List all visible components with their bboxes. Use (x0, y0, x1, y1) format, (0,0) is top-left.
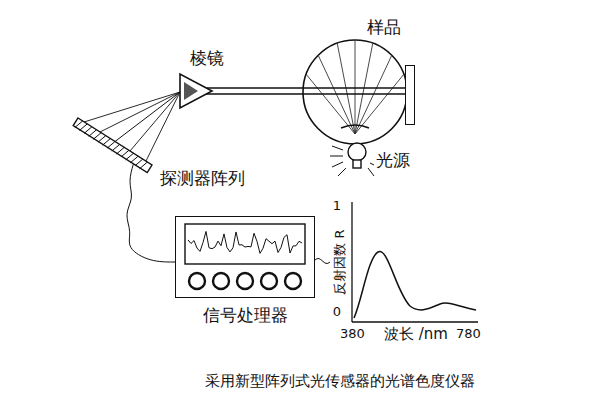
detector-bar (73, 118, 152, 173)
light-ray (355, 74, 404, 134)
glow-ray (368, 168, 374, 176)
figure-caption: 采用新型阵列式光传感器的光谱色度仪器 (205, 372, 475, 391)
prism-outline (178, 72, 214, 110)
detector-element (79, 124, 87, 131)
light-ray (355, 40, 356, 134)
knob (213, 273, 229, 289)
x-axis-title: 波长 /nm (384, 325, 448, 343)
light-beam (206, 93, 405, 94)
sample-plate: 样品 (405, 65, 415, 125)
fan-ray (146, 92, 180, 161)
y-axis (351, 202, 352, 322)
detector-element (112, 144, 120, 151)
knob (237, 273, 253, 289)
detector-element (130, 156, 138, 163)
glow-ray (330, 156, 343, 157)
detector-array-outline (72, 112, 158, 176)
sphere-light-rays (306, 40, 404, 134)
knob (261, 273, 277, 289)
bulb-glass (348, 143, 366, 161)
fan-ray (84, 92, 180, 122)
detector-element (107, 142, 115, 149)
part-label: 探测器阵列 (160, 168, 245, 188)
axis-zero: 0 (333, 304, 341, 320)
prism: 棱镜 (178, 72, 214, 110)
part-label: 棱镜 (190, 48, 224, 68)
detector-element (103, 139, 111, 146)
glow-ray (332, 162, 343, 167)
part-label: 样品 (367, 17, 401, 37)
output-wire (315, 258, 330, 263)
y-axis-title: 反射因数 R (332, 229, 348, 294)
part-label: 光源 (376, 150, 410, 170)
detector-element (75, 121, 83, 128)
signal-processor: 信号处理器 (175, 216, 315, 298)
detector-array: 探测器阵列 (72, 112, 158, 176)
light-source-outline (346, 140, 368, 170)
knob (285, 273, 301, 289)
prism-body (180, 74, 212, 108)
reflectance-curve (354, 251, 476, 318)
detector-element (121, 150, 129, 157)
detector-element (126, 153, 134, 160)
processor-screen (185, 224, 305, 264)
detector-element (93, 133, 101, 140)
detector-element (116, 147, 124, 154)
glow-ray (338, 168, 346, 176)
x-axis-min: 380 (340, 326, 365, 342)
detector-element (84, 127, 92, 134)
detector-element (98, 136, 106, 143)
detector-element (135, 159, 143, 166)
dispersed-light (115, 92, 180, 142)
glow-ray (332, 146, 343, 150)
light-source: 光源 (346, 140, 368, 170)
bulb-base (353, 160, 361, 168)
glow-ray (370, 163, 374, 165)
processor-knobs (189, 273, 301, 289)
signal-waveform (188, 231, 302, 253)
x-axis (352, 321, 478, 322)
prism-shade (184, 82, 198, 100)
knob (189, 273, 205, 289)
x-axis-max: 780 (456, 326, 481, 342)
axis-max: 1 (333, 198, 341, 214)
part-label: 信号处理器 (203, 305, 288, 325)
baffle (341, 125, 369, 128)
light-beam (206, 87, 405, 88)
detector-element (140, 162, 148, 169)
fan-ray (100, 92, 180, 132)
integrating-sphere (303, 40, 407, 144)
light-ray (306, 74, 355, 134)
dispersion-fan (84, 92, 180, 161)
detector-element (89, 130, 97, 137)
